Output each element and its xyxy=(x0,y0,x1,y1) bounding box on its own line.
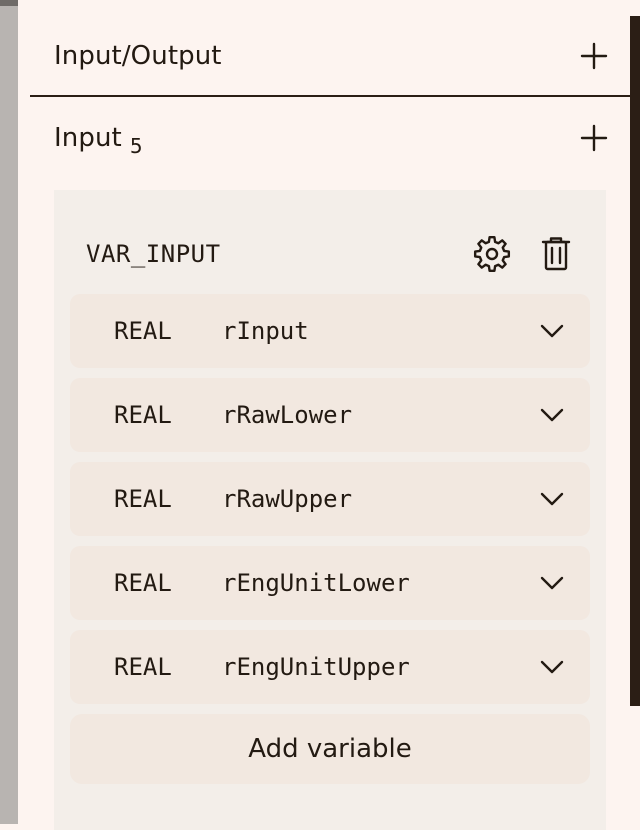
expand-variable-button[interactable] xyxy=(532,563,572,603)
section-title-input-output: Input/Output xyxy=(54,41,222,71)
left-pane-edge-top xyxy=(0,0,18,6)
right-scrollbar[interactable] xyxy=(630,16,640,706)
plus-icon xyxy=(580,124,608,152)
plus-icon xyxy=(580,42,608,70)
settings-button[interactable] xyxy=(472,234,512,274)
section-title-input: Input 5 xyxy=(54,123,143,158)
variable-type: REAL xyxy=(114,317,172,345)
delete-button[interactable] xyxy=(536,234,576,274)
variable-name: rRawLower xyxy=(222,401,353,429)
section-divider xyxy=(30,95,630,97)
gear-icon xyxy=(473,235,511,273)
variable-row-rinput[interactable]: REAL rInput xyxy=(70,294,590,368)
variable-row-rrawupper[interactable]: REAL rRawUpper xyxy=(70,462,590,536)
add-variable-button[interactable]: Add variable xyxy=(70,714,590,784)
variable-row-rrawlower[interactable]: REAL rRawLower xyxy=(70,378,590,452)
chevron-down-icon xyxy=(540,660,564,674)
add-input-output-button[interactable] xyxy=(574,36,614,76)
expand-variable-button[interactable] xyxy=(532,311,572,351)
input-output-section-header[interactable]: Input/Output xyxy=(54,30,614,82)
section-title-input-text: Input xyxy=(54,123,122,153)
variables-panel: Input/Output Input 5 VAR_INPUT xyxy=(18,0,630,830)
variable-name: rRawUpper xyxy=(222,485,353,513)
variable-row-rengunitupper[interactable]: REAL rEngUnitUpper xyxy=(70,630,590,704)
expand-variable-button[interactable] xyxy=(532,395,572,435)
var-block-header: VAR_INPUT xyxy=(86,232,576,276)
variable-name: rEngUnitLower xyxy=(222,569,410,597)
variable-type: REAL xyxy=(114,653,172,681)
var-block-actions xyxy=(472,234,576,274)
variable-name: rInput xyxy=(222,317,309,345)
chevron-down-icon xyxy=(540,324,564,338)
var-input-block: VAR_INPUT REAL rInput xyxy=(54,190,606,830)
variable-name: rEngUnitUpper xyxy=(222,653,410,681)
chevron-down-icon xyxy=(540,408,564,422)
variable-type: REAL xyxy=(114,401,172,429)
add-input-button[interactable] xyxy=(574,118,614,158)
expand-variable-button[interactable] xyxy=(532,479,572,519)
left-pane-edge xyxy=(0,0,18,824)
chevron-down-icon xyxy=(540,576,564,590)
variable-row-rengunitlower[interactable]: REAL rEngUnitLower xyxy=(70,546,590,620)
expand-variable-button[interactable] xyxy=(532,647,572,687)
input-section-header[interactable]: Input 5 xyxy=(54,112,614,164)
input-count: 5 xyxy=(129,134,143,158)
variable-type: REAL xyxy=(114,485,172,513)
variable-type: REAL xyxy=(114,569,172,597)
trash-icon xyxy=(541,237,571,271)
chevron-down-icon xyxy=(540,492,564,506)
var-block-title: VAR_INPUT xyxy=(86,240,221,268)
